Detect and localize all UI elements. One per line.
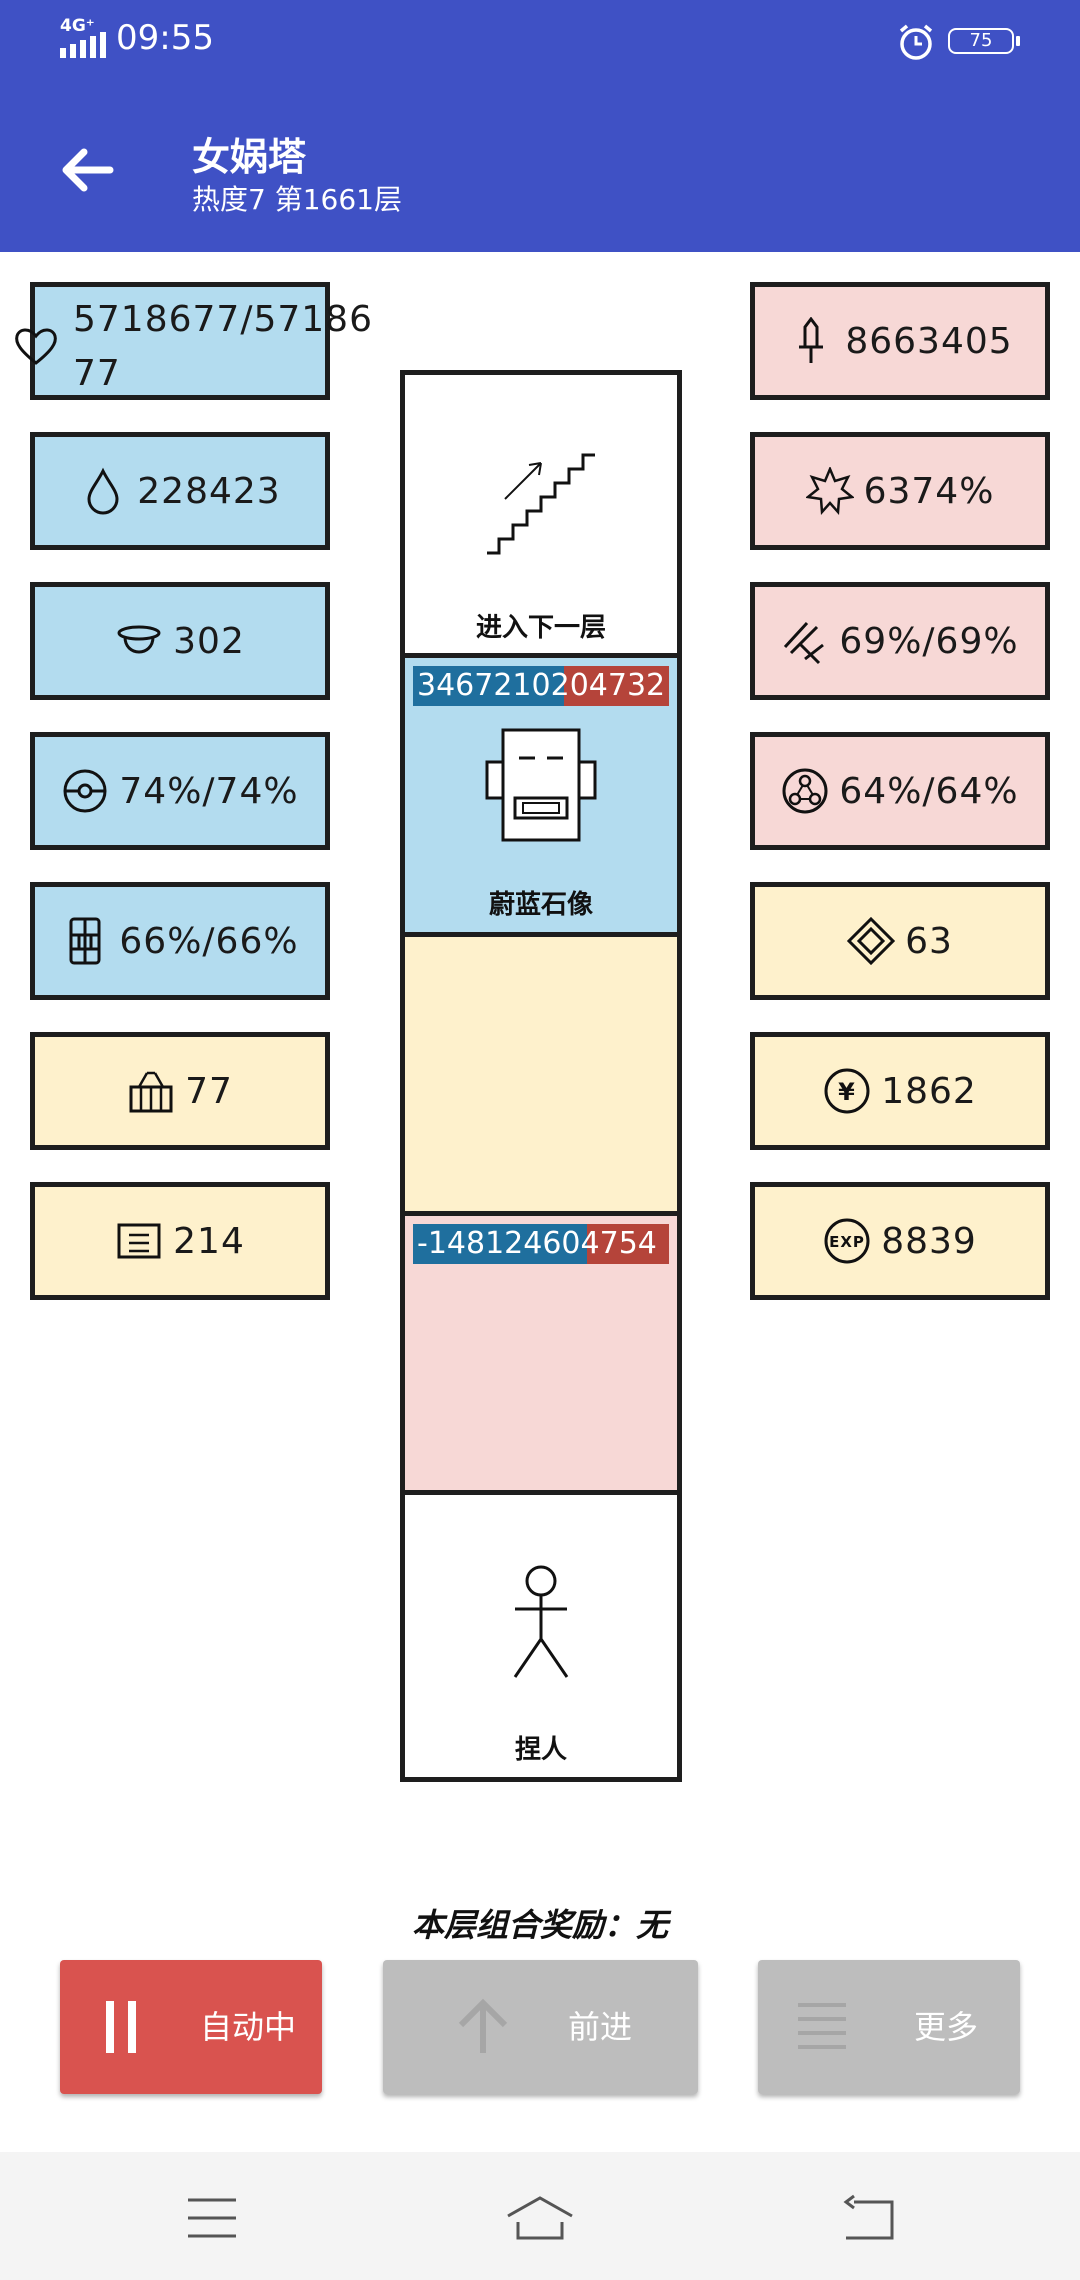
stat-value-hp: 5718677/5718677 bbox=[73, 299, 373, 394]
cell-label: 捏人 bbox=[514, 1735, 567, 1765]
diamond-icon bbox=[847, 917, 896, 965]
robot-statue-icon bbox=[485, 728, 597, 842]
tower-cell-player[interactable]: 捏人 bbox=[405, 1495, 677, 1777]
menu-icon[interactable] bbox=[184, 2194, 240, 2242]
cell-label: 蔚蓝石像 bbox=[488, 890, 593, 920]
tower-column: 进入下一层 3467210204732 蔚蓝石像 -148124604754 bbox=[400, 370, 682, 1782]
cell-label: 进入下一层 bbox=[475, 613, 606, 643]
more-button[interactable]: 更多 bbox=[758, 1960, 1020, 2094]
stat-card-gold: ¥ 1862 bbox=[750, 1032, 1050, 1150]
enemy-hp-fill bbox=[413, 1224, 588, 1264]
tower-cell-enemy-statue[interactable]: 3467210204732 蔚蓝石像 bbox=[405, 658, 677, 932]
stat-card-attack: 8663405 bbox=[750, 282, 1050, 400]
enemy-hp-text: 3467210204732 bbox=[417, 668, 666, 703]
scroll-icon bbox=[117, 1223, 161, 1259]
tower-cell-stairs[interactable]: 进入下一层 bbox=[405, 375, 677, 653]
enemy-hp-bar: 3467210204732 bbox=[413, 666, 669, 706]
page-subtitle: 热度7 第1661层 bbox=[192, 183, 402, 216]
slash-icon bbox=[784, 621, 825, 665]
more-button-label: 更多 bbox=[914, 2008, 979, 2046]
network-type-label: 4G⁺ bbox=[60, 16, 95, 36]
tower-divider bbox=[405, 653, 677, 658]
stat-value: 228423 bbox=[137, 470, 281, 512]
stat-card-defense: 302 bbox=[30, 582, 330, 700]
tower-cell-empty[interactable] bbox=[405, 937, 677, 1211]
menu-lines-icon bbox=[798, 2003, 846, 2049]
stat-value: 77 bbox=[185, 1070, 233, 1112]
back-icon[interactable] bbox=[840, 2194, 896, 2242]
arrow-up-icon bbox=[458, 1998, 508, 2053]
tower-divider bbox=[405, 1490, 677, 1495]
stat-card-exp: EXP 8839 bbox=[750, 1182, 1050, 1300]
stat-value: 8839 bbox=[881, 1220, 977, 1262]
svg-text:¥: ¥ bbox=[838, 1078, 856, 1106]
enemy-hp-bar: -148124604754 bbox=[413, 1224, 669, 1264]
alarm-icon bbox=[899, 24, 933, 60]
stat-value: 69%/69% bbox=[839, 620, 1019, 662]
status-bar: 4G⁺ 09:55 75 bbox=[0, 0, 1080, 84]
back-arrow-icon[interactable] bbox=[56, 138, 120, 202]
page-title: 女娲塔 bbox=[192, 135, 307, 179]
forward-button[interactable]: 前进 bbox=[383, 1960, 698, 2094]
stat-card-pierce: 69%/69% bbox=[750, 582, 1050, 700]
burst-icon bbox=[805, 467, 854, 515]
heart-icon bbox=[15, 328, 57, 365]
svg-text:EXP: EXP bbox=[829, 1233, 865, 1251]
stat-value: 6374% bbox=[863, 470, 995, 512]
stat-card-gem: 63 bbox=[750, 882, 1050, 1000]
clock: 09:55 bbox=[116, 18, 214, 58]
stat-card-hp: 5718677/5718677 bbox=[15, 282, 372, 400]
combo-reward-text: 本层组合奖励：无 bbox=[411, 1906, 668, 1944]
tower-divider bbox=[405, 1211, 677, 1216]
stat-card-armor: 66%/66% bbox=[30, 882, 330, 1000]
basket-icon bbox=[129, 1071, 173, 1113]
stat-value: 74%/74% bbox=[119, 770, 299, 812]
droplet-icon bbox=[87, 467, 119, 515]
enemy-hp-text: -148124604754 bbox=[417, 1226, 657, 1261]
stat-value: 64%/64% bbox=[839, 770, 1019, 812]
auto-button-label: 自动中 bbox=[200, 2008, 297, 2046]
stat-card-scroll: 214 bbox=[30, 1182, 330, 1300]
app-bar: 4G⁺ 09:55 75 女娲塔 热度7 第1661层 bbox=[0, 0, 1080, 252]
signal-icon bbox=[60, 32, 106, 58]
stat-value: 8663405 bbox=[845, 320, 1013, 362]
auto-button[interactable]: 自动中 bbox=[60, 1960, 322, 2094]
stick-figure-icon bbox=[513, 1565, 569, 1678]
stat-card-crit: 6374% bbox=[750, 432, 1050, 550]
home-icon[interactable] bbox=[504, 2194, 576, 2242]
yen-icon: ¥ bbox=[824, 1068, 870, 1114]
armor-icon bbox=[69, 917, 101, 965]
stat-value: 214 bbox=[173, 1220, 245, 1262]
shield-ring-icon bbox=[63, 769, 107, 813]
stat-value: 302 bbox=[173, 620, 245, 662]
tower-cell-enemy[interactable]: -148124604754 bbox=[405, 1216, 677, 1490]
stat-value: 63 bbox=[905, 920, 953, 962]
tower-divider bbox=[405, 932, 677, 937]
stat-card-resist: 74%/74% bbox=[30, 732, 330, 850]
system-nav-bar bbox=[0, 2152, 1080, 2280]
stat-card-basket: 77 bbox=[30, 1032, 330, 1150]
triad-icon bbox=[782, 768, 828, 814]
forward-button-label: 前进 bbox=[568, 2008, 633, 2046]
enemy-hp-fill bbox=[413, 666, 565, 706]
stat-value: 66%/66% bbox=[119, 920, 299, 962]
sword-icon bbox=[799, 317, 824, 363]
stat-card-mp: 228423 bbox=[30, 432, 330, 550]
stat-card-triad: 64%/64% bbox=[750, 732, 1050, 850]
stat-value: 1862 bbox=[881, 1070, 977, 1112]
stairs-icon bbox=[487, 453, 595, 555]
battery-indicator: 75 bbox=[948, 28, 1020, 54]
exp-icon: EXP bbox=[824, 1218, 870, 1264]
pause-icon bbox=[106, 2001, 136, 2053]
helmet-icon bbox=[117, 625, 161, 654]
